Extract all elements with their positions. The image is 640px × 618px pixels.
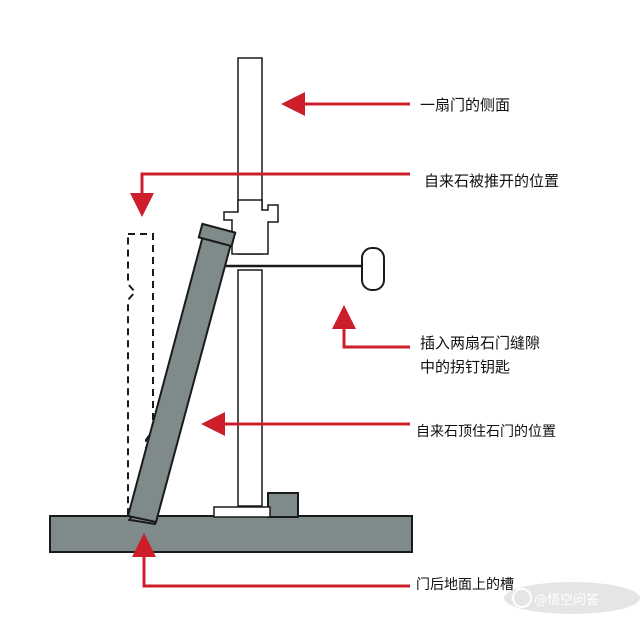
label-pushed-position: 自来石被推开的位置 [424, 172, 560, 190]
arrow-down-icon [130, 172, 410, 217]
label-door-side: 一扇门的侧面 [420, 96, 511, 114]
pushed-stone-outline [127, 233, 154, 521]
watermark-backdrop [504, 582, 640, 614]
watermark-text: @悟空问答 [534, 593, 600, 608]
label-propped-position: 自来石顶住石门的位置 [416, 424, 556, 440]
wukong-logo-icon [512, 588, 532, 608]
ground-slab [49, 515, 413, 553]
key-handle [361, 247, 385, 291]
door-side-lower [237, 269, 263, 507]
propping-stone-body [126, 230, 234, 524]
door-stop-block [267, 492, 299, 518]
label-key-line1: 插入两扇石门缝隙 [420, 334, 541, 352]
label-key-line2: 中的拐钉钥匙 [420, 358, 511, 376]
propping-stone-cap [197, 222, 237, 248]
arrow-up-icon [332, 305, 410, 349]
label-ground-groove: 门后地面上的槽 [416, 577, 514, 593]
door-base-plate [213, 506, 271, 518]
arrow-up-icon [132, 533, 410, 588]
